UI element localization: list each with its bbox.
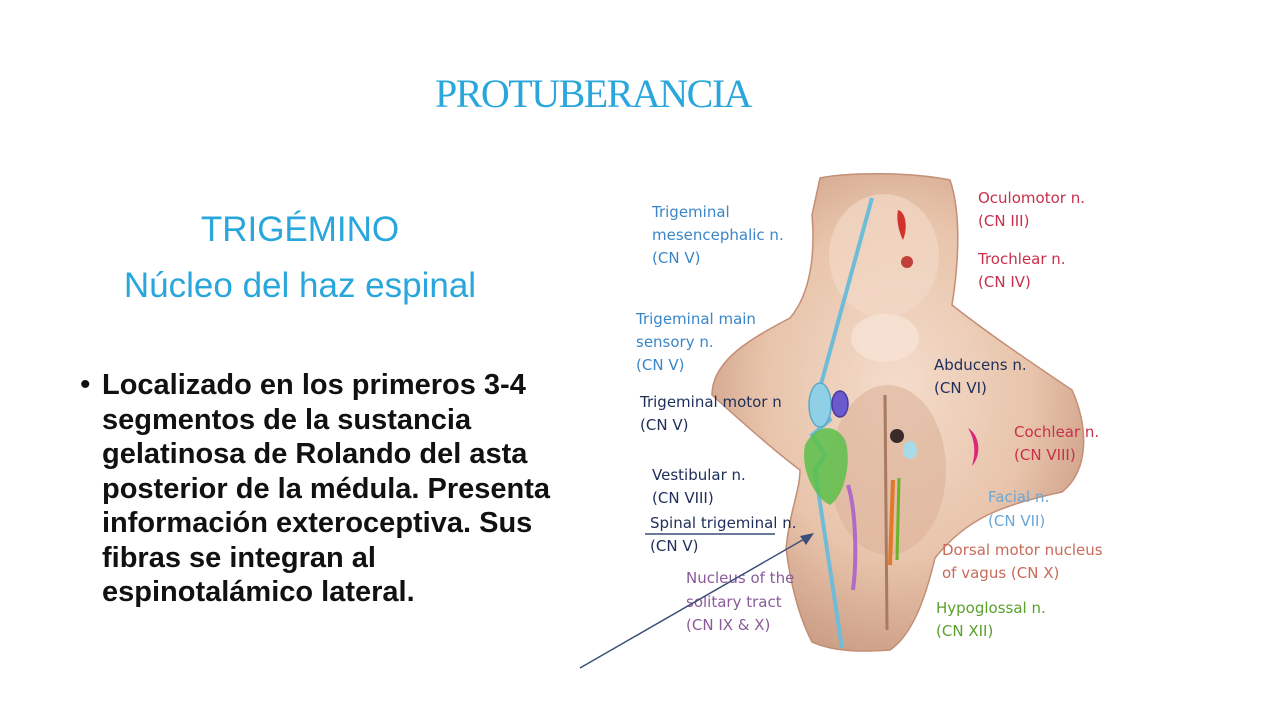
abducens-nucleus-shape xyxy=(890,429,904,443)
label-hypoglossal: Hypoglossal n. xyxy=(936,599,1046,617)
label-trigeminal-mesencephalic: Trigeminal xyxy=(651,203,730,221)
pointer-arrowhead xyxy=(800,533,814,545)
label-facial-2: (CN VII) xyxy=(988,512,1045,530)
pons-bulge xyxy=(851,314,919,362)
label-oculomotor-2: (CN III) xyxy=(978,212,1029,230)
tectum-region xyxy=(829,194,939,318)
hypoglossal-shape xyxy=(895,477,901,561)
label-vestibular: Vestibular n. xyxy=(652,466,746,484)
trigeminal-motor-shape xyxy=(831,390,849,418)
median-sulcus xyxy=(883,394,889,631)
label-abducens-2: (CN VI) xyxy=(934,379,987,397)
bullet-text: Localizado en los primeros 3-4 segmentos… xyxy=(102,369,551,608)
label-cochlear: Cochlear n. xyxy=(1014,423,1099,441)
label-solitary-tract-3: (CN IX & X) xyxy=(686,616,770,634)
cochlear-nucleus-shape xyxy=(968,428,979,466)
subtitle-nucleo: Núcleo del haz espinal xyxy=(123,266,477,305)
trochlear-nucleus-shape xyxy=(901,256,913,268)
label-dorsal-motor-vagus-2: of vagus (CN X) xyxy=(942,564,1059,582)
label-trochlear: Trochlear n. xyxy=(977,250,1066,268)
fourth-ventricle xyxy=(830,385,946,555)
label-solitary-tract: Nucleus of the xyxy=(686,569,794,587)
trigeminal-main-sensory-shape xyxy=(808,382,832,428)
bullet-item: • Localizado en los primeros 3-4 segment… xyxy=(80,368,560,610)
label-trigeminal-mesencephalic-3: (CN V) xyxy=(652,249,700,267)
vestibular-nucleus-shape xyxy=(804,428,848,505)
oculomotor-nucleus-shape xyxy=(897,210,906,240)
label-hypoglossal-2: (CN XII) xyxy=(936,622,993,640)
label-trigeminal-motor: Trigeminal motor n xyxy=(639,393,782,411)
label-solitary-tract-2: solitary tract xyxy=(686,593,782,611)
bullet-marker: • xyxy=(80,368,91,401)
label-spinal-trigeminal-2: (CN V) xyxy=(650,537,698,555)
label-trigeminal-main-sensory: Trigeminal main xyxy=(635,310,756,328)
label-cochlear-2: (CN VIII) xyxy=(1014,446,1076,464)
label-facial: Facial n. xyxy=(988,488,1049,506)
label-vestibular-2: (CN VIII) xyxy=(652,489,714,507)
label-abducens: Abducens n. xyxy=(934,356,1027,374)
subtitle-trigemino: TRIGÉMINO xyxy=(200,210,400,249)
label-trigeminal-motor-2: (CN V) xyxy=(640,416,688,434)
dorsal-motor-vagus-shape xyxy=(888,479,895,566)
facial-nucleus-shape xyxy=(903,441,917,459)
label-trigeminal-mesencephalic-2: mesencephalic n. xyxy=(652,226,784,244)
label-trigeminal-main-sensory-3: (CN V) xyxy=(636,356,684,374)
pointer-arrow-line xyxy=(579,537,807,669)
label-spinal-trigeminal: Spinal trigeminal n. xyxy=(650,514,797,532)
label-oculomotor: Oculomotor n. xyxy=(978,189,1085,207)
solitary-tract-shape xyxy=(846,484,858,591)
label-dorsal-motor-vagus: Dorsal motor nucleus xyxy=(942,541,1103,559)
label-trochlear-2: (CN IV) xyxy=(978,273,1031,291)
slide-title: PROTUBERANCIA xyxy=(434,71,753,116)
label-trigeminal-main-sensory-2: sensory n. xyxy=(636,333,714,351)
